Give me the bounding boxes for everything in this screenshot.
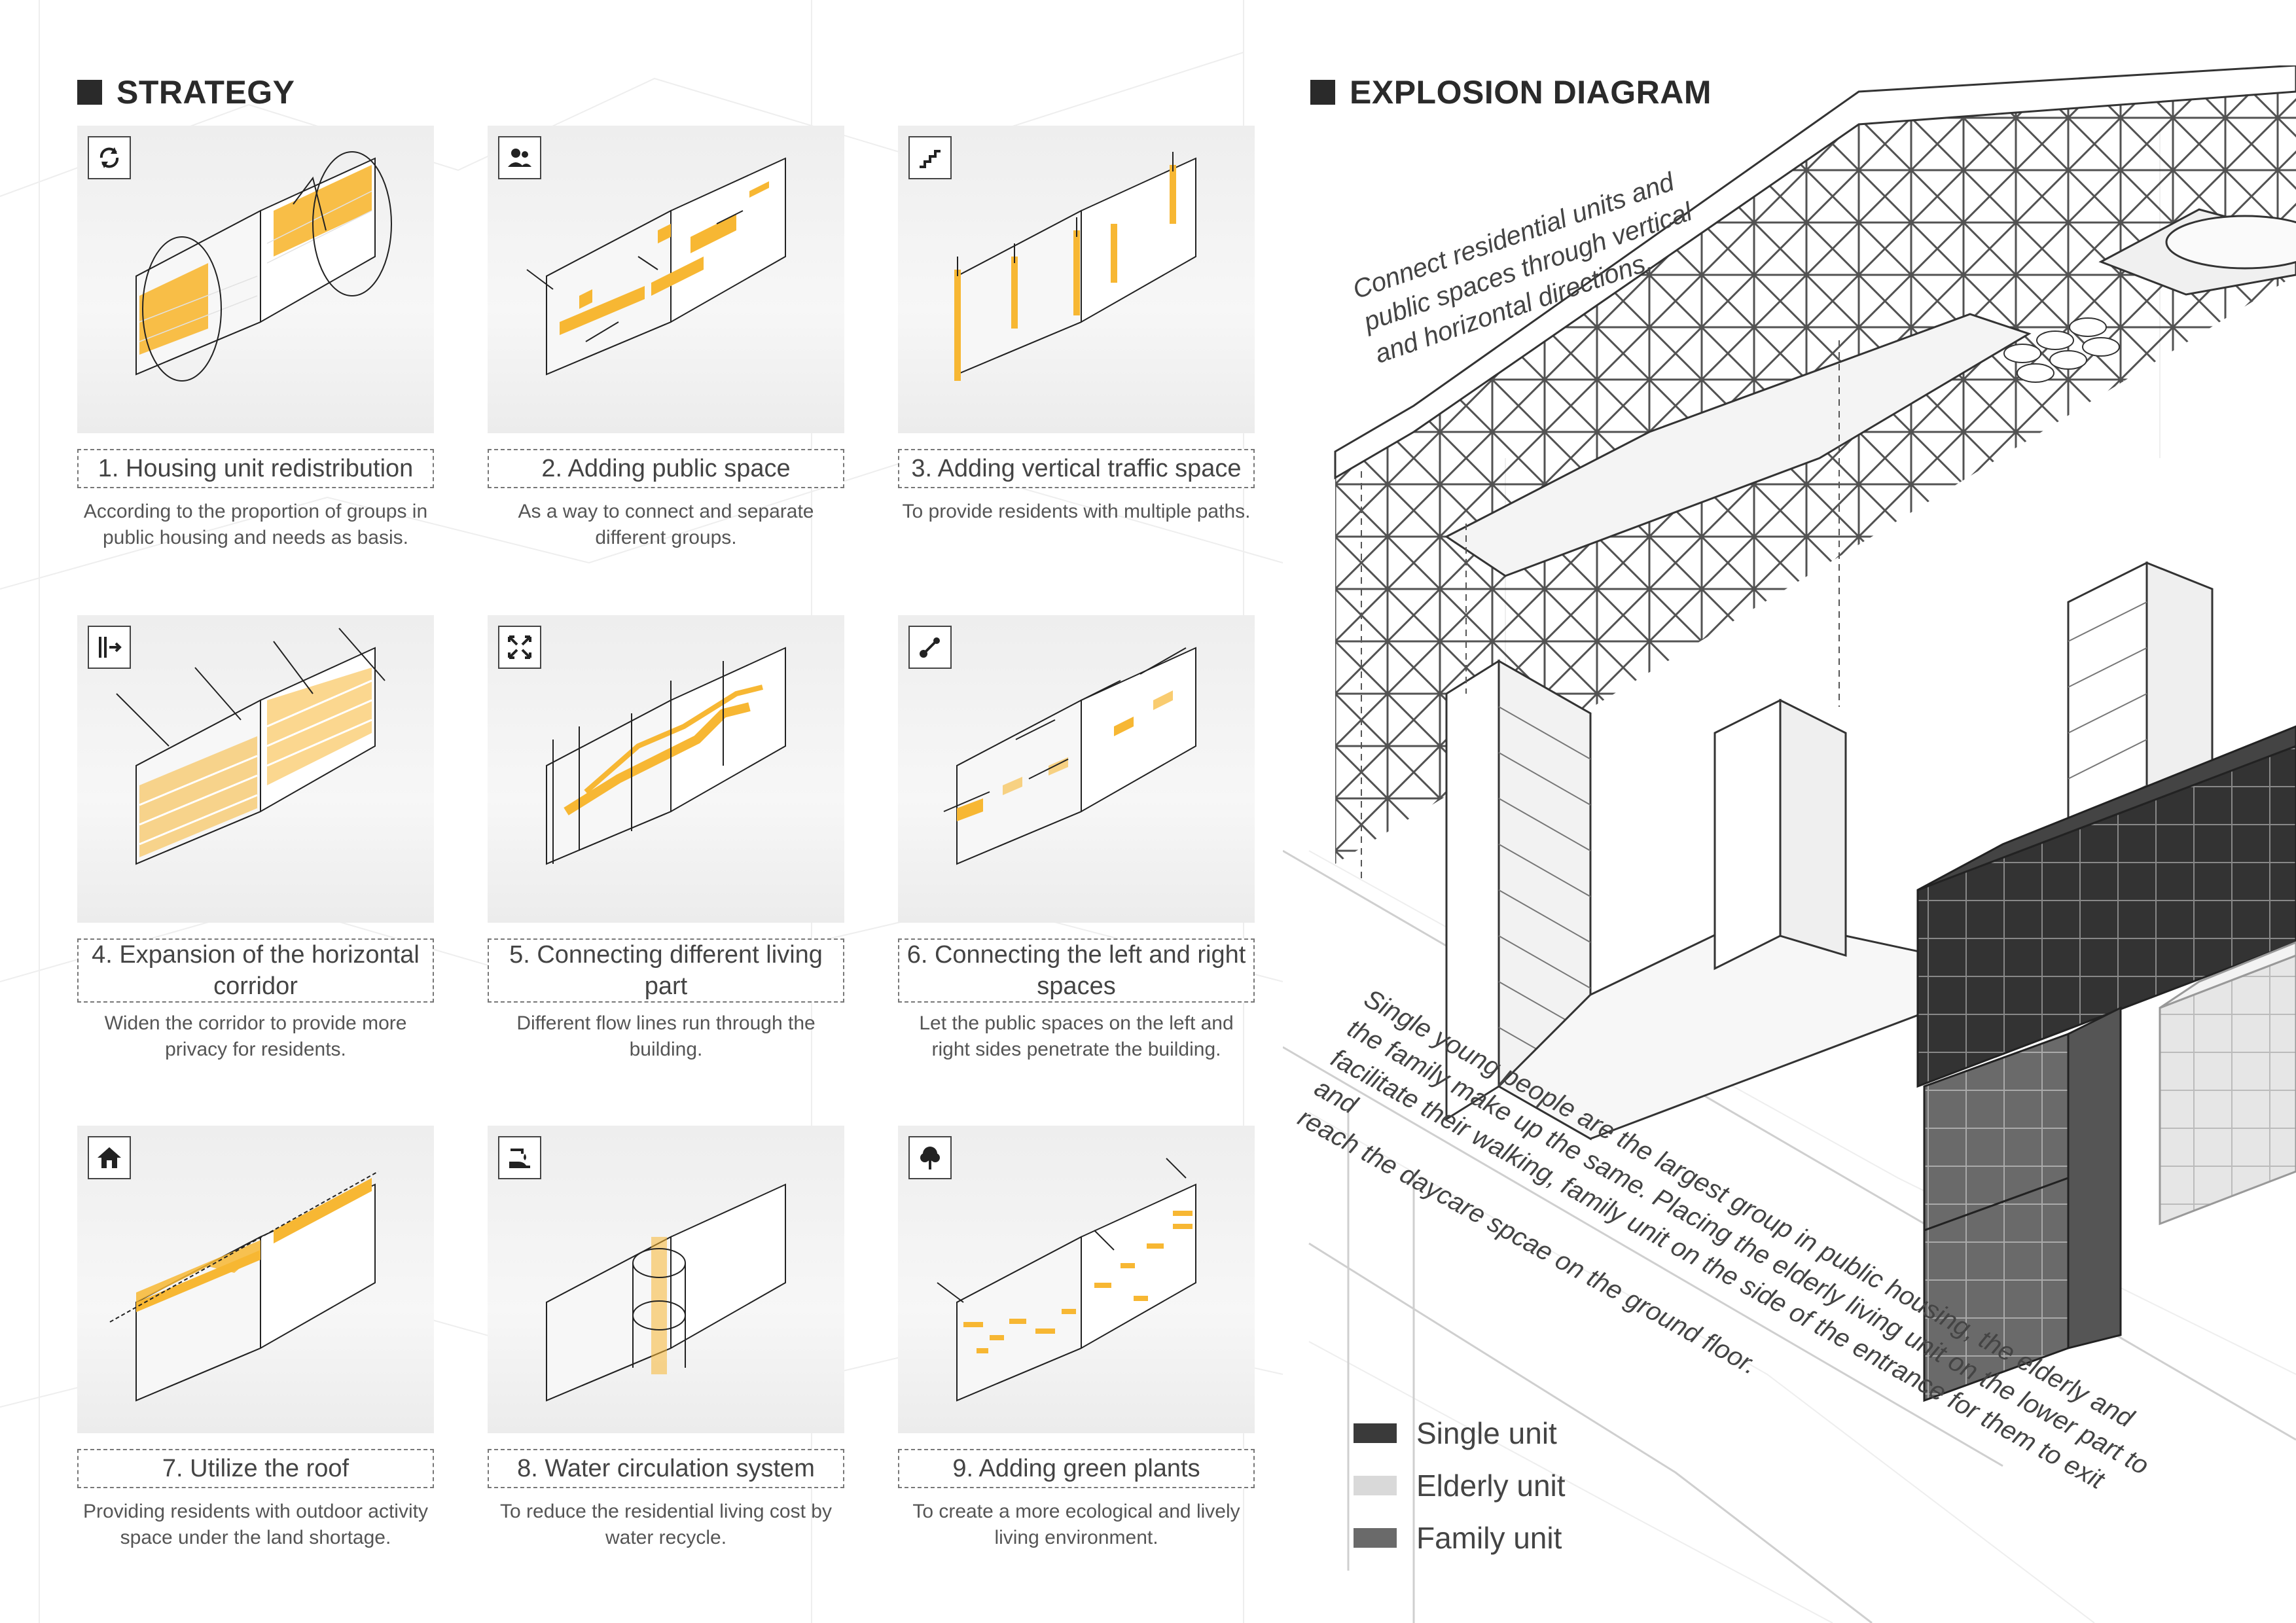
strategy-diagram-2: [488, 126, 844, 433]
strategy-desc-9: To create a more ecological and lively l…: [898, 1499, 1255, 1551]
strategy-diagram-4: [77, 615, 434, 923]
legend-label-single: Single unit: [1416, 1416, 1557, 1451]
strategy-heading: STRATEGY: [77, 73, 295, 111]
legend-label-family: Family unit: [1416, 1520, 1562, 1556]
strategy-title: STRATEGY: [117, 73, 295, 111]
strategy-card-3: 3. Adding vertical traffic space To prov…: [898, 126, 1255, 433]
legend-label-elderly: Elderly unit: [1416, 1468, 1566, 1503]
strategy-desc-3: To provide residents with multiple paths…: [898, 499, 1255, 525]
strategy-diagram-9: [898, 1126, 1255, 1433]
strategy-diagram-5: [488, 615, 844, 923]
legend-item-elderly: Elderly unit: [1354, 1459, 1566, 1512]
strategy-label-4: 4. Expansion of the horizontal corridor: [77, 938, 434, 1003]
strategy-card-8: 8. Water circulation system To reduce th…: [488, 1126, 844, 1433]
strategy-card-6: 6. Connecting the left and right spaces …: [898, 615, 1255, 923]
legend-swatch-single: [1354, 1423, 1397, 1443]
legend-swatch-family: [1354, 1528, 1397, 1548]
water-hand-icon: [498, 1136, 541, 1179]
strategy-desc-5: Different flow lines run through the bui…: [488, 1010, 844, 1063]
people-icon: [498, 136, 541, 179]
legend-swatch-elderly: [1354, 1476, 1397, 1495]
strategy-label-1: 1. Housing unit redistribution: [77, 449, 434, 488]
expand-right-icon: [88, 626, 131, 669]
strategy-card-2: 2. Adding public space As a way to conne…: [488, 126, 844, 433]
strategy-label-5: 5. Connecting different living part: [488, 938, 844, 1003]
heading-square-icon: [77, 80, 102, 105]
strategy-desc-6: Let the public spaces on the left and ri…: [898, 1010, 1255, 1063]
strategy-card-9: 9. Adding green plants To create a more …: [898, 1126, 1255, 1433]
strategy-card-5: 5. Connecting different living part Diff…: [488, 615, 844, 923]
strategy-label-2: 2. Adding public space: [488, 449, 844, 488]
legend-item-single: Single unit: [1354, 1407, 1566, 1459]
strategy-label-7: 7. Utilize the roof: [77, 1449, 434, 1488]
strategy-desc-1: According to the proportion of groups in…: [77, 499, 434, 551]
strategy-label-9: 9. Adding green plants: [898, 1449, 1255, 1488]
strategy-diagram-7: [77, 1126, 434, 1433]
strategy-diagram-6: [898, 615, 1255, 923]
strategy-diagram-8: [488, 1126, 844, 1433]
strategy-card-7: 7. Utilize the roof Providing residents …: [77, 1126, 434, 1433]
tree-icon: [908, 1136, 952, 1179]
strategy-diagram-1: [77, 126, 434, 433]
strategy-desc-4: Widen the corridor to provide more priva…: [77, 1010, 434, 1063]
strategy-label-8: 8. Water circulation system: [488, 1449, 844, 1488]
strategy-card-1: 1. Housing unit redistribution According…: [77, 126, 434, 433]
strategy-label-3: 3. Adding vertical traffic space: [898, 449, 1255, 488]
unit-legend: Single unit Elderly unit Family unit: [1354, 1407, 1566, 1564]
legend-item-family: Family unit: [1354, 1512, 1566, 1564]
strategy-desc-2: As a way to connect and separate differe…: [488, 499, 844, 551]
connect-nodes-icon: [908, 626, 952, 669]
strategy-diagram-3: [898, 126, 1255, 433]
strategy-desc-7: Providing residents with outdoor activit…: [77, 1499, 434, 1551]
cycle-icon: [88, 136, 131, 179]
stairs-icon: [908, 136, 952, 179]
strategy-desc-8: To reduce the residential living cost by…: [488, 1499, 844, 1551]
strategy-label-6: 6. Connecting the left and right spaces: [898, 938, 1255, 1003]
strategy-card-4: 4. Expansion of the horizontal corridor …: [77, 615, 434, 923]
home-icon: [88, 1136, 131, 1179]
expand-arrows-icon: [498, 626, 541, 669]
